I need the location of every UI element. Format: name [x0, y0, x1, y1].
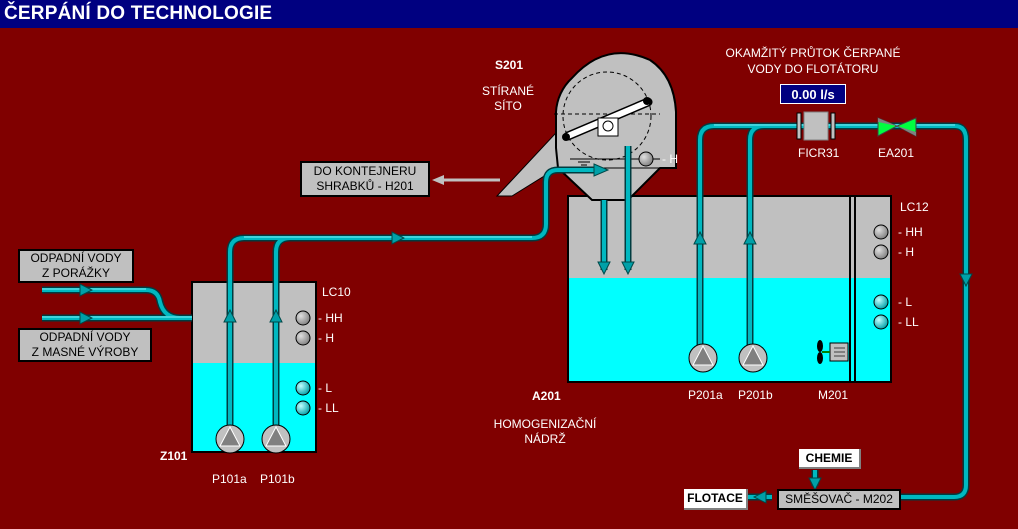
- tank-z101: [191, 281, 317, 453]
- sieve-s201: [495, 52, 677, 201]
- pipe-p101b: [274, 236, 291, 430]
- z101-level-l: - L: [318, 381, 333, 395]
- sieve-id: S201: [495, 58, 524, 72]
- pipes: [42, 124, 968, 499]
- tank-a201-water: [569, 278, 890, 381]
- sieve-name-line2: SÍTO: [494, 99, 522, 113]
- z101-level-ll: - LL: [318, 401, 339, 415]
- sieve-name-line1: STÍRANÉ: [481, 84, 534, 98]
- a201-level-l: - L: [898, 295, 913, 309]
- title-bar: ČERPÁNÍ DO TECHNOLOGIE: [0, 0, 1018, 28]
- level-indicators-z101: [295, 310, 311, 416]
- flow-caption-line2: VODY DO FLOTÁTORU: [747, 62, 879, 76]
- valve-ea201[interactable]: [877, 117, 917, 137]
- container-box: DO KONTEJNERU SHRABKŮ - H201: [300, 161, 430, 197]
- m201-label: M201: [818, 388, 849, 402]
- lc10-label: LC10: [322, 285, 351, 299]
- page-title: ČERPÁNÍ DO TECHNOLOGIE: [4, 3, 273, 24]
- z101-level-hh: - HH: [318, 311, 343, 325]
- a201-name-line2: NÁDRŽ: [524, 432, 566, 446]
- flow-value-display: 0.00 l/s: [780, 84, 846, 104]
- sieve-level-h: - H: [662, 152, 678, 166]
- ficr31-label: FICR31: [798, 146, 840, 160]
- z101-id: Z101: [160, 449, 188, 463]
- a201-id: A201: [532, 389, 561, 403]
- p201b-label: P201b: [738, 388, 773, 402]
- a201-level-h: - H: [898, 245, 914, 259]
- pump-p201b[interactable]: [738, 343, 768, 373]
- arrow-to-container: [432, 175, 500, 185]
- p201a-label: P201a: [688, 388, 723, 402]
- pipe-a201-to-mixer: [698, 124, 968, 499]
- lc12-label: LC12: [900, 200, 929, 214]
- pump-p101a[interactable]: [215, 424, 245, 454]
- pipe-z101-to-sieve: [228, 168, 600, 430]
- a201-level-ll: - LL: [898, 315, 919, 329]
- mixer-m202-box: SMĚŠOVAČ - M202: [777, 489, 901, 510]
- flow-caption-line1: OKAMŽITÝ PRŮTOK ČERPANÉ: [725, 46, 901, 60]
- mixer-m201[interactable]: [817, 340, 849, 364]
- flotace-button[interactable]: FLOTACE: [684, 489, 748, 510]
- z101-level-h: - H: [318, 331, 334, 345]
- tank-z101-water: [193, 363, 315, 451]
- inflow-masna-vyroba-box: ODPADNÍ VODY Z MASNÉ VÝROBY: [18, 328, 152, 362]
- p101a-label: P101a: [212, 472, 247, 486]
- chemie-button[interactable]: CHEMIE: [799, 449, 861, 469]
- flow-meter-ficr31[interactable]: [796, 111, 836, 141]
- a201-name-line1: HOMOGENIZAČNÍ: [493, 417, 597, 431]
- inflow-porazka-box: ODPADNÍ VODY Z PORÁŽKY: [18, 249, 134, 283]
- pump-p201a[interactable]: [688, 343, 718, 373]
- ea201-label: EA201: [878, 146, 915, 160]
- pipe-p201b: [748, 124, 765, 346]
- a201-level-hh: - HH: [898, 225, 923, 239]
- level-indicator-s201-h: [638, 151, 654, 167]
- p101b-label: P101b: [260, 472, 295, 486]
- pump-p101b[interactable]: [261, 424, 291, 454]
- pipe-inflow-porazka: [42, 288, 192, 320]
- process-diagram: [42, 52, 973, 504]
- flow-arrows: [79, 163, 973, 504]
- level-indicators-a201: [873, 224, 889, 330]
